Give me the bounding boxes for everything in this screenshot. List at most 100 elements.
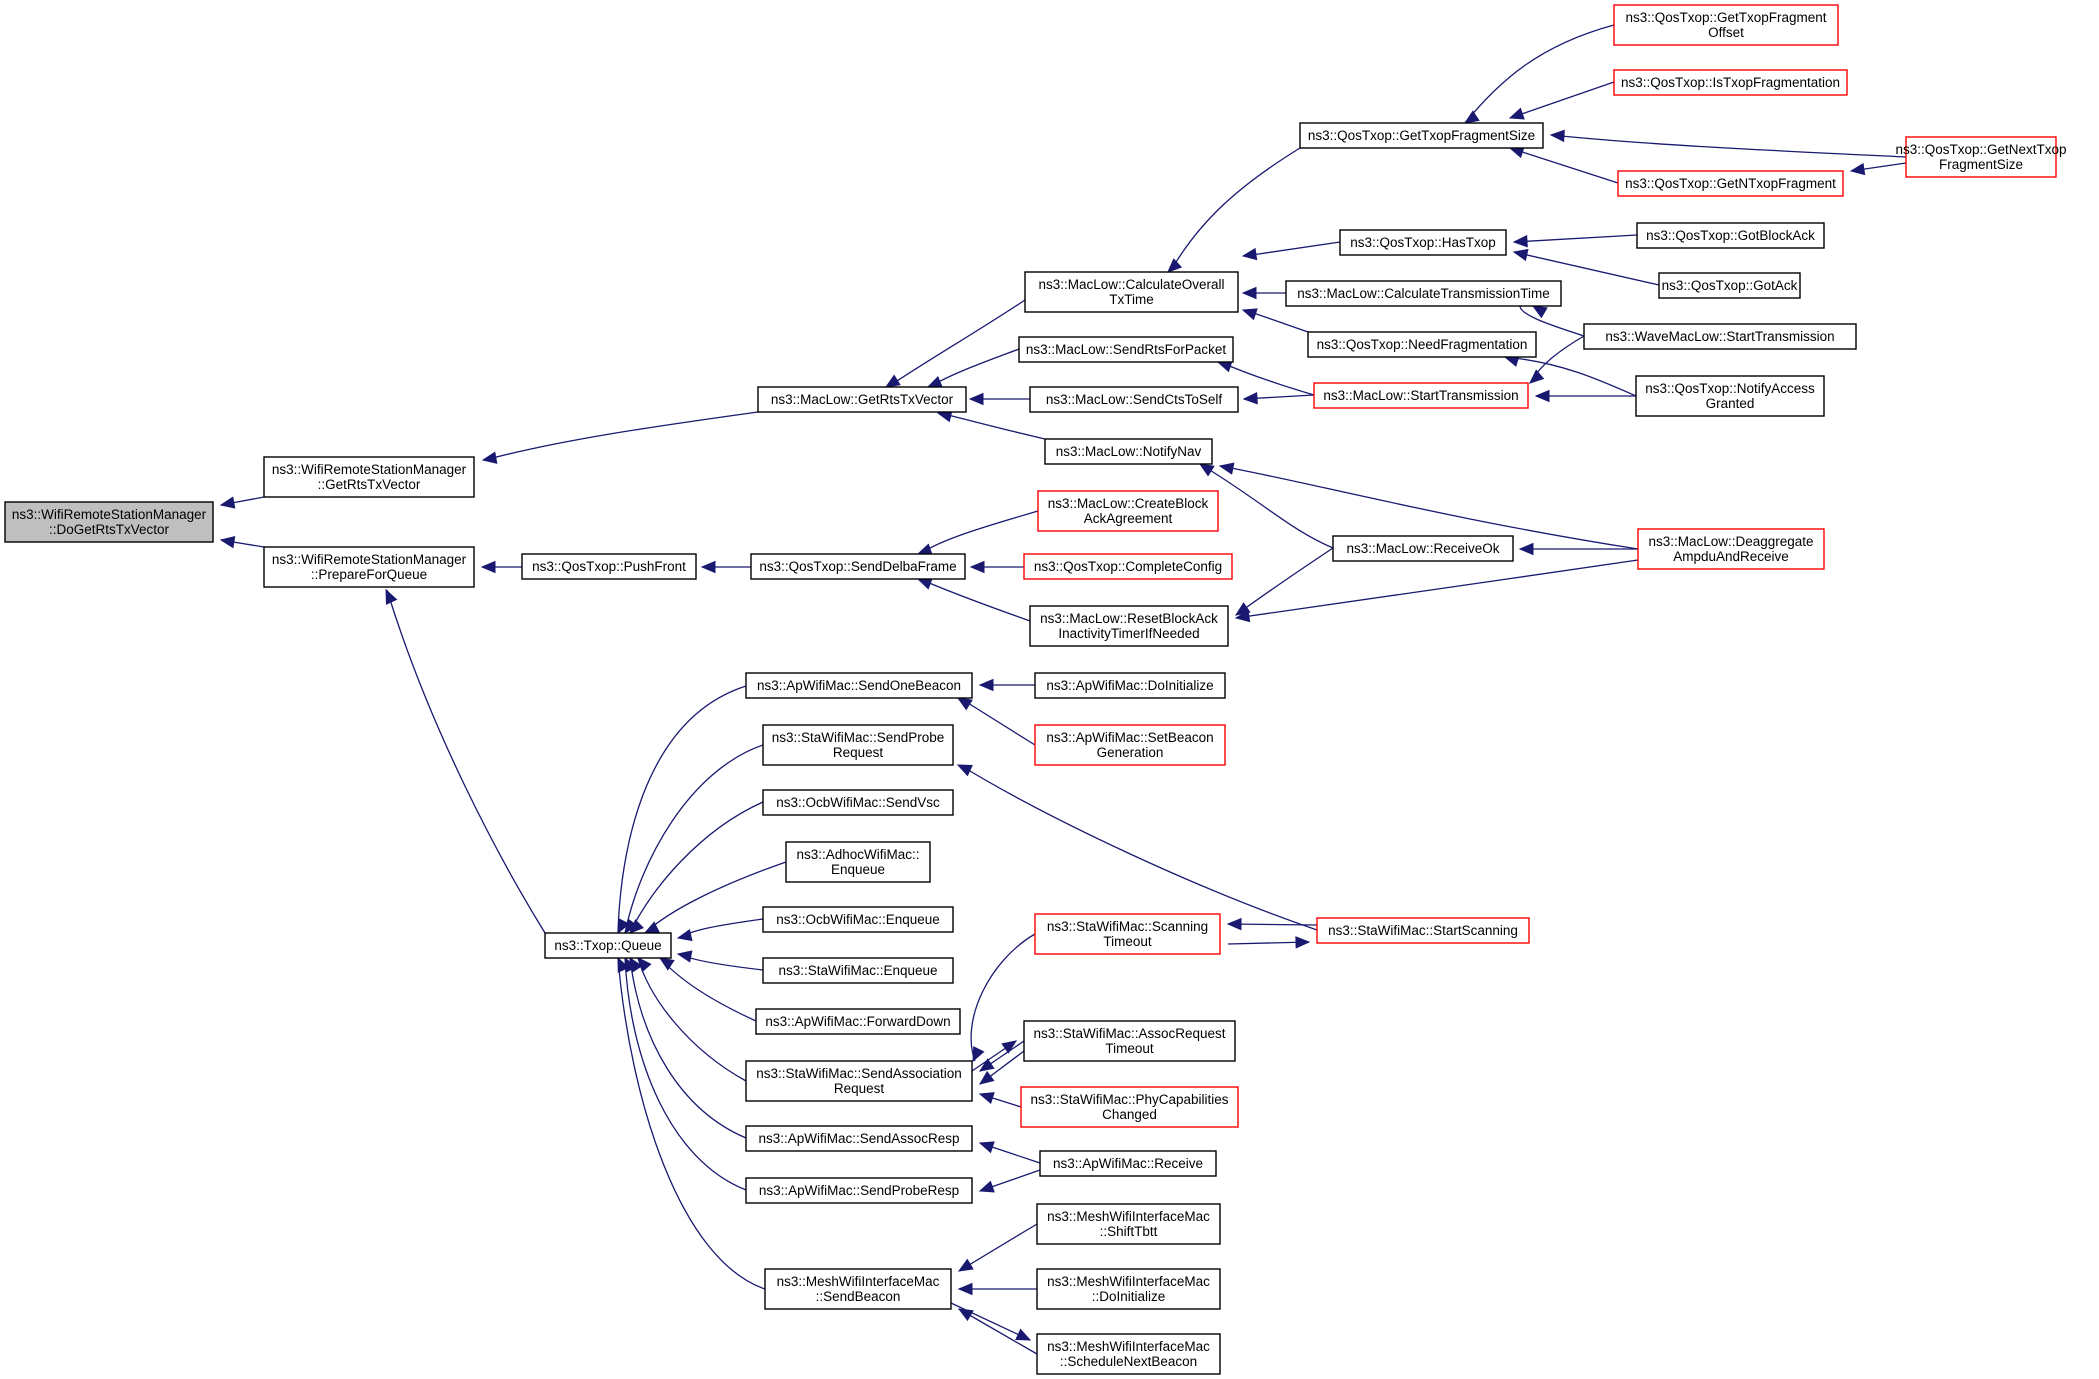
function-node[interactable]: ns3::WifiRemoteStationManager::PrepareFo… (263, 546, 475, 588)
function-node-box[interactable] (544, 932, 672, 959)
function-node[interactable]: ns3::QosTxop::HasTxop (1339, 229, 1507, 256)
function-node-box[interactable] (1313, 382, 1529, 409)
function-node-box[interactable] (1036, 1268, 1221, 1310)
function-node-box[interactable] (785, 841, 931, 883)
function-node[interactable]: ns3::ApWifiMac::SendAssocResp (745, 1125, 973, 1152)
function-node[interactable]: ns3::ApWifiMac::Receive (1039, 1150, 1217, 1177)
function-node-box[interactable] (1034, 724, 1226, 766)
function-node-box[interactable] (1024, 271, 1239, 313)
function-node-box[interactable] (1637, 528, 1825, 570)
function-node-box[interactable] (1029, 605, 1229, 647)
function-node-box[interactable] (1635, 375, 1825, 417)
function-node-box[interactable] (745, 1060, 973, 1102)
function-node[interactable]: ns3::QosTxop::GotAck (1658, 272, 1801, 299)
function-node-box[interactable] (1617, 170, 1844, 197)
function-node-box[interactable] (1023, 553, 1233, 580)
function-node[interactable]: ns3::AdhocWifiMac::Enqueue (785, 841, 931, 883)
function-node-box[interactable] (1037, 490, 1219, 532)
function-node-box[interactable] (755, 1008, 961, 1035)
function-node-box[interactable] (1307, 331, 1537, 358)
function-node-box[interactable] (521, 553, 697, 580)
function-node-box[interactable] (1636, 222, 1825, 249)
function-node-box[interactable] (745, 1125, 973, 1152)
function-node[interactable]: ns3::WifiRemoteStationManager::GetRtsTxV… (263, 456, 475, 498)
function-node[interactable]: ns3::MacLow::StartTransmission (1313, 382, 1529, 409)
function-node-box[interactable] (1036, 1333, 1221, 1375)
function-node-box[interactable] (1044, 438, 1213, 465)
function-node[interactable]: ns3::QosTxop::IsTxopFragmentation (1613, 69, 1848, 96)
function-node[interactable]: ns3::Txop::Queue (544, 932, 672, 959)
function-node[interactable]: ns3::ApWifiMac::DoInitialize (1034, 672, 1226, 699)
function-node[interactable]: ns3::OcbWifiMac::Enqueue (762, 906, 954, 933)
function-node[interactable]: ns3::ApWifiMac::SendProbeResp (745, 1177, 973, 1204)
function-node[interactable]: ns3::StaWifiMac::Enqueue (762, 957, 954, 984)
function-node[interactable]: ns3::StaWifiMac::StartScanning (1316, 917, 1530, 944)
function-node-box[interactable] (1039, 1150, 1217, 1177)
function-node[interactable]: ns3::MacLow::CalculateTransmissionTime (1285, 280, 1562, 307)
function-node-box[interactable] (1332, 535, 1514, 562)
function-node-box[interactable] (1905, 136, 2057, 178)
function-node-box[interactable] (263, 546, 475, 588)
function-node[interactable]: ns3::ApWifiMac::SendOneBeacon (745, 672, 973, 699)
function-node[interactable]: ns3::MeshWifiInterfaceMac::DoInitialize (1036, 1268, 1221, 1310)
function-node[interactable]: ns3::MacLow::NotifyNav (1044, 438, 1213, 465)
function-node[interactable]: ns3::MeshWifiInterfaceMac::ScheduleNextB… (1036, 1333, 1221, 1375)
function-node-box[interactable] (762, 906, 954, 933)
function-node-box[interactable] (1023, 1020, 1236, 1062)
function-node-box[interactable] (757, 386, 967, 413)
function-node-box[interactable] (1299, 122, 1544, 149)
function-node-box[interactable] (4, 501, 214, 543)
function-node-box[interactable] (745, 1177, 973, 1204)
function-node[interactable]: ns3::QosTxop::GotBlockAck (1636, 222, 1825, 249)
function-node-box[interactable] (1339, 229, 1507, 256)
function-node-box[interactable] (745, 672, 973, 699)
function-node-box[interactable] (1020, 1086, 1239, 1128)
function-node-box[interactable] (764, 1268, 952, 1310)
function-node[interactable]: ns3::ApWifiMac::ForwardDown (755, 1008, 961, 1035)
function-node[interactable]: ns3::MacLow::ReceiveOk (1332, 535, 1514, 562)
function-node[interactable]: ns3::QosTxop::CompleteConfig (1023, 553, 1233, 580)
function-node[interactable]: ns3::MeshWifiInterfaceMac::SendBeacon (764, 1268, 952, 1310)
function-node-box[interactable] (1658, 272, 1801, 299)
function-node-box[interactable] (1583, 323, 1857, 350)
function-node[interactable]: ns3::QosTxop::PushFront (521, 553, 697, 580)
function-node[interactable]: ns3::QosTxop::SendDelbaFrame (750, 553, 966, 580)
function-node-box[interactable] (263, 456, 475, 498)
function-node[interactable]: ns3::MeshWifiInterfaceMac::ShiftTbtt (1036, 1203, 1221, 1245)
function-node-box[interactable] (1034, 913, 1221, 955)
function-node-box[interactable] (1613, 4, 1839, 46)
function-node[interactable]: ns3::MacLow::GetRtsTxVector (757, 386, 967, 413)
function-node[interactable]: ns3::QosTxop::GetNTxopFragment (1617, 170, 1844, 197)
function-node[interactable]: ns3::MacLow::SendRtsForPacket (1018, 336, 1234, 363)
function-node-box[interactable] (1034, 672, 1226, 699)
function-node-box[interactable] (762, 789, 954, 816)
function-node[interactable]: ns3::MacLow::ResetBlockAckInactivityTime… (1029, 605, 1229, 647)
function-node-box[interactable] (1613, 69, 1848, 96)
function-node[interactable]: ns3::QosTxop::GetTxopFragmentSize (1299, 122, 1544, 149)
function-node[interactable]: ns3::MacLow::SendCtsToSelf (1029, 386, 1239, 413)
function-node-box[interactable] (762, 957, 954, 984)
function-node-box[interactable] (1036, 1203, 1221, 1245)
function-node-box[interactable] (1285, 280, 1562, 307)
function-node[interactable]: ns3::WaveMacLow::StartTransmission (1583, 323, 1857, 350)
function-node-box[interactable] (750, 553, 966, 580)
function-node[interactable]: ns3::QosTxop::NeedFragmentation (1307, 331, 1537, 358)
function-node-box[interactable] (1018, 336, 1234, 363)
function-node-box[interactable] (762, 724, 954, 766)
function-node[interactable]: ns3::WifiRemoteStationManager::DoGetRtsT… (4, 501, 214, 543)
function-node-box[interactable] (1316, 917, 1530, 944)
function-node[interactable]: ns3::OcbWifiMac::SendVsc (762, 789, 954, 816)
function-node-box[interactable] (1029, 386, 1239, 413)
